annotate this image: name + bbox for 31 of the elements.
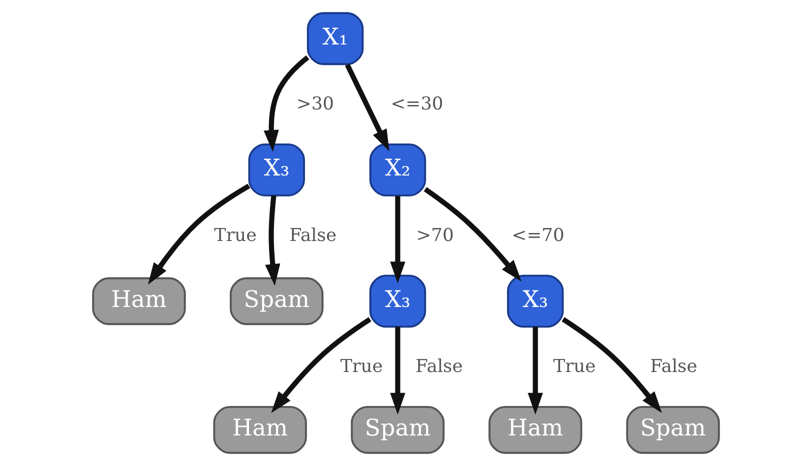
arrow	[561, 317, 662, 414]
node-box: Spam	[626, 406, 720, 454]
node-box: Ham	[92, 277, 186, 326]
edge-label: False	[288, 224, 336, 246]
edge-label: >30	[296, 94, 334, 115]
node-box: X₃	[248, 143, 304, 196]
edge-label: False	[415, 356, 462, 378]
edge-label: True	[340, 356, 382, 378]
arrow	[147, 184, 250, 285]
node-box: X₃	[368, 274, 426, 328]
node-box: Spam	[229, 277, 323, 326]
node-box: Ham	[212, 406, 306, 454]
edge-label: <=70	[511, 224, 564, 246]
node-box: Spam	[350, 406, 444, 454]
node-box: X₂	[368, 143, 426, 196]
node-box: Ham	[488, 406, 582, 454]
edge-label: False	[650, 356, 697, 378]
arrow	[527, 326, 542, 415]
arrow	[423, 187, 522, 282]
edge-label: >70	[416, 224, 454, 246]
edge-label: <=30	[390, 94, 443, 115]
arrow	[390, 326, 405, 415]
arrow	[390, 196, 405, 284]
node-box: X₃	[506, 274, 564, 328]
arrow	[263, 55, 309, 152]
edge-label: True	[214, 224, 256, 246]
arrow	[344, 64, 389, 152]
arrow	[264, 195, 280, 286]
edge-label: True	[552, 356, 596, 378]
arrow	[270, 317, 371, 414]
node-box: X₁	[306, 12, 364, 66]
